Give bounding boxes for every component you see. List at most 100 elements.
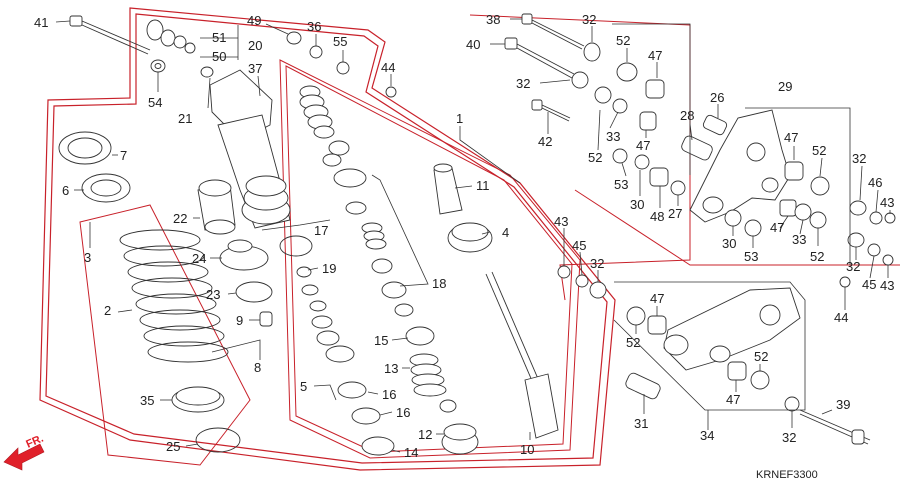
shock-absorber-parts bbox=[58, 15, 397, 453]
callout-31: 31 bbox=[634, 416, 648, 431]
shock-body-icon bbox=[209, 69, 291, 229]
o-ring-17-icon bbox=[279, 235, 313, 257]
callout-48: 48 bbox=[650, 209, 664, 224]
callout-47a: 47 bbox=[648, 48, 662, 63]
callout-18: 18 bbox=[432, 276, 446, 291]
link-arm-29-icon bbox=[689, 109, 791, 223]
bump-rubber-9-icon bbox=[259, 311, 273, 327]
callout-52b: 52 bbox=[588, 150, 602, 165]
damper-internal-parts bbox=[296, 85, 559, 456]
callout-13: 13 bbox=[384, 361, 398, 376]
callout-22: 22 bbox=[173, 211, 187, 226]
callout-32a: 32 bbox=[582, 12, 596, 27]
bottom-cap-12-icon bbox=[441, 423, 479, 455]
callout-labels: 41 51 20 50 54 49 36 55 37 21 44 7 6 3 2… bbox=[34, 12, 894, 460]
bolt-41-icon bbox=[69, 15, 151, 55]
callout-12: 12 bbox=[418, 427, 432, 442]
callout-45a: 45 bbox=[572, 238, 586, 253]
callout-8: 8 bbox=[254, 360, 261, 375]
callout-28: 28 bbox=[680, 108, 694, 123]
callout-55: 55 bbox=[333, 34, 347, 49]
callout-3: 3 bbox=[84, 250, 91, 265]
callout-34: 34 bbox=[700, 428, 714, 443]
callout-53a: 53 bbox=[614, 177, 628, 192]
callout-32b: 32 bbox=[516, 76, 530, 91]
callout-40: 40 bbox=[466, 37, 480, 52]
callout-6: 6 bbox=[62, 183, 69, 198]
bellows-13-icon bbox=[409, 353, 447, 397]
callout-5: 5 bbox=[300, 379, 307, 394]
callout-37: 37 bbox=[248, 61, 262, 76]
collar-26-icon bbox=[702, 114, 728, 136]
callout-46: 46 bbox=[868, 175, 882, 190]
callout-21: 21 bbox=[178, 111, 192, 126]
callout-15: 15 bbox=[374, 333, 388, 348]
reservoir-22-icon bbox=[197, 179, 236, 235]
callout-52d: 52 bbox=[810, 249, 824, 264]
callout-32f: 32 bbox=[782, 430, 796, 445]
seal-36-icon bbox=[309, 45, 323, 59]
collar-28-icon bbox=[681, 135, 713, 161]
leader-lines bbox=[55, 18, 891, 453]
adjuster-6-icon bbox=[81, 173, 131, 203]
callout-52a: 52 bbox=[616, 33, 630, 48]
callout-14: 14 bbox=[404, 445, 418, 460]
callout-41: 41 bbox=[34, 15, 48, 30]
callout-24: 24 bbox=[192, 251, 206, 266]
callout-23: 23 bbox=[206, 287, 220, 302]
callout-35: 35 bbox=[140, 393, 154, 408]
callout-27: 27 bbox=[668, 206, 682, 221]
callout-11: 11 bbox=[476, 178, 490, 193]
spring-seat-24-icon bbox=[219, 239, 269, 271]
callout-25: 25 bbox=[166, 439, 180, 454]
callout-50: 50 bbox=[212, 49, 226, 64]
collar-31-icon bbox=[625, 372, 661, 400]
callout-38: 38 bbox=[486, 12, 500, 27]
callout-30a: 30 bbox=[630, 197, 644, 212]
callout-43c: 43 bbox=[880, 278, 894, 293]
callout-16b: 16 bbox=[396, 405, 410, 420]
callout-32e: 32 bbox=[846, 259, 860, 274]
lock-nut-7-icon bbox=[58, 131, 112, 165]
callout-2: 2 bbox=[104, 303, 111, 318]
callout-33a: 33 bbox=[606, 129, 620, 144]
callout-39: 39 bbox=[836, 397, 850, 412]
callout-53b: 53 bbox=[744, 249, 758, 264]
callout-1: 1 bbox=[456, 111, 463, 126]
callout-4: 4 bbox=[502, 225, 509, 240]
callout-32c: 32 bbox=[852, 151, 866, 166]
bolt-42-icon bbox=[531, 99, 571, 122]
diagram-code: KRNEF3300 bbox=[756, 469, 818, 481]
front-direction-indicator: FR. bbox=[3, 433, 45, 471]
linkage-parts bbox=[504, 13, 896, 445]
callout-52e: 52 bbox=[626, 335, 640, 350]
washer-55-icon bbox=[336, 61, 350, 75]
link-34-icon bbox=[663, 287, 801, 371]
callout-36: 36 bbox=[307, 19, 321, 34]
callout-52c: 52 bbox=[812, 143, 826, 158]
callout-47d: 47 bbox=[770, 220, 784, 235]
callout-47c: 47 bbox=[784, 130, 798, 145]
callout-45b: 45 bbox=[862, 277, 876, 292]
callout-44b: 44 bbox=[834, 310, 848, 325]
stopper-ring-25-icon bbox=[195, 427, 241, 453]
callout-29: 29 bbox=[778, 79, 792, 94]
callout-7: 7 bbox=[120, 148, 127, 163]
callout-47f: 47 bbox=[726, 392, 740, 407]
front-arrow-icon bbox=[3, 443, 45, 471]
callout-43a: 43 bbox=[880, 195, 894, 210]
callout-17: 17 bbox=[314, 223, 328, 238]
clip-21-icon bbox=[200, 66, 214, 78]
collar-54-icon bbox=[150, 59, 166, 73]
o-ring-23-icon bbox=[235, 281, 273, 303]
bump-cap-4-icon bbox=[447, 222, 493, 253]
callout-32d: 32 bbox=[590, 256, 604, 271]
callout-47e: 47 bbox=[650, 291, 664, 306]
left-stack-icon bbox=[296, 266, 395, 456]
callout-49: 49 bbox=[247, 13, 261, 28]
callout-19: 19 bbox=[322, 261, 336, 276]
valve-stack-icon bbox=[361, 222, 387, 250]
callout-42: 42 bbox=[538, 134, 552, 149]
callout-52f: 52 bbox=[754, 349, 768, 364]
